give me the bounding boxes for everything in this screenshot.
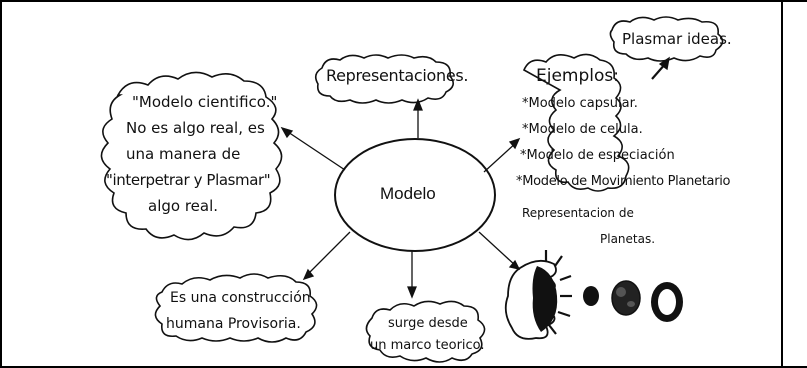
representaciones-label: Representaciones.	[326, 66, 469, 85]
ejemplo-item-3: *Modelo de especiación	[520, 148, 675, 163]
arrowhead-surge	[407, 286, 417, 299]
construccion-line-1: Es una construcción	[170, 290, 311, 306]
arrowhead-planetas	[508, 259, 521, 270]
planetas-line-1: Representacion de	[522, 206, 634, 220]
cloud-construccion	[154, 273, 318, 343]
construccion-line-2: humana Provisoria.	[166, 316, 301, 332]
ejemplo-item-1: *Modelo capsular.	[522, 96, 638, 111]
surge-line-1: surge desde	[388, 316, 468, 331]
surge-line-2: un marco teorico.	[370, 338, 485, 353]
arrow-to-modelo-cientifico	[281, 127, 346, 171]
arrowhead-modelo-cientifico	[280, 126, 294, 139]
planet-small	[583, 286, 599, 306]
planetas-line-2: Planetas.	[600, 232, 656, 246]
plasmar-ideas-label: Plasmar ideas.	[622, 30, 732, 48]
center-label: Modelo	[380, 184, 436, 203]
cloud-modelo-cientifico	[100, 71, 283, 241]
modelo-cientifico-line-4: "interpetrar y Plasmar"	[106, 171, 271, 189]
arrow-to-ejemplos	[483, 141, 518, 173]
center-ellipse	[334, 138, 496, 252]
planet-sun-outline	[504, 259, 557, 340]
modelo-cientifico-line-5: algo real.	[148, 197, 219, 215]
ejemplo-item-4: *Modelo de Movimiento Planetario	[516, 174, 731, 189]
arrowhead-ejemplos	[508, 137, 521, 150]
modelo-cientifico-line-2: No es algo real, es	[126, 119, 265, 137]
cloud-representaciones	[314, 54, 454, 104]
arrowhead-construccion	[302, 268, 315, 281]
planet-ringed-inner	[658, 289, 676, 315]
modelo-cientifico-line-3: una manera de	[126, 145, 241, 163]
cloud-ejemplos	[522, 53, 630, 192]
ejemplos-title: Ejemplos:	[536, 66, 619, 86]
arrowhead-representaciones	[413, 98, 423, 111]
cloud-plasmar-ideas	[609, 16, 724, 62]
planet-sun-fill	[532, 266, 558, 332]
planet-medium	[611, 280, 641, 316]
planets-drawing	[504, 250, 683, 340]
modelo-cientifico-line-1: "Modelo cientifico."	[132, 93, 278, 111]
ejemplo-item-2: *Modelo de celula.	[522, 122, 643, 137]
right-margin-rule	[781, 0, 783, 368]
cloud-surge	[365, 300, 486, 363]
arrow-to-construccion	[305, 231, 351, 277]
arrow-to-planetas	[478, 231, 517, 267]
